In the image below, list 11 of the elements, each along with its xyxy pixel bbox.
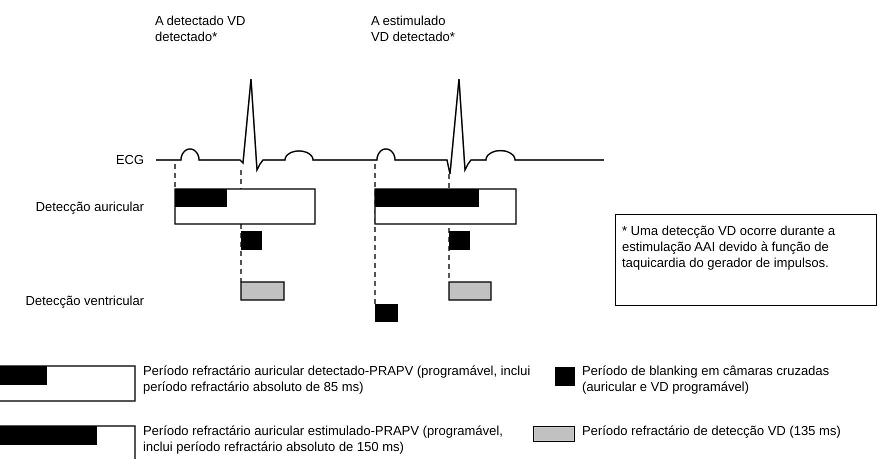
footnote-text: * Uma detecção VD ocorre durante a estimulação AAI devido à função de taquicardia do gerador de impulsos. [622, 223, 836, 271]
row-label: Detecção auricular [34, 199, 144, 215]
note-box [615, 214, 877, 306]
legend-text: Período refractário auricular estimulado-PRAPV (programável, inclui período refractário absoluto de 150 ms) [143, 423, 504, 455]
event-label: A estimulado VD detectado* [371, 13, 456, 45]
event-label: A detectado VD detectado* [155, 13, 246, 45]
row-label: Detecção ventricular [24, 293, 144, 309]
legend-text: Período de blanking em câmaras cruzadas (auricular e VD programável) [582, 363, 830, 395]
row-label: ECG [114, 152, 144, 168]
legend-text: Período refractário de detecção VD (135 ms) [582, 423, 842, 439]
legend-text: Período refractário auricular detectado-PRAPV (programável, inclui período refractário absoluto de 85 ms) [143, 363, 532, 395]
